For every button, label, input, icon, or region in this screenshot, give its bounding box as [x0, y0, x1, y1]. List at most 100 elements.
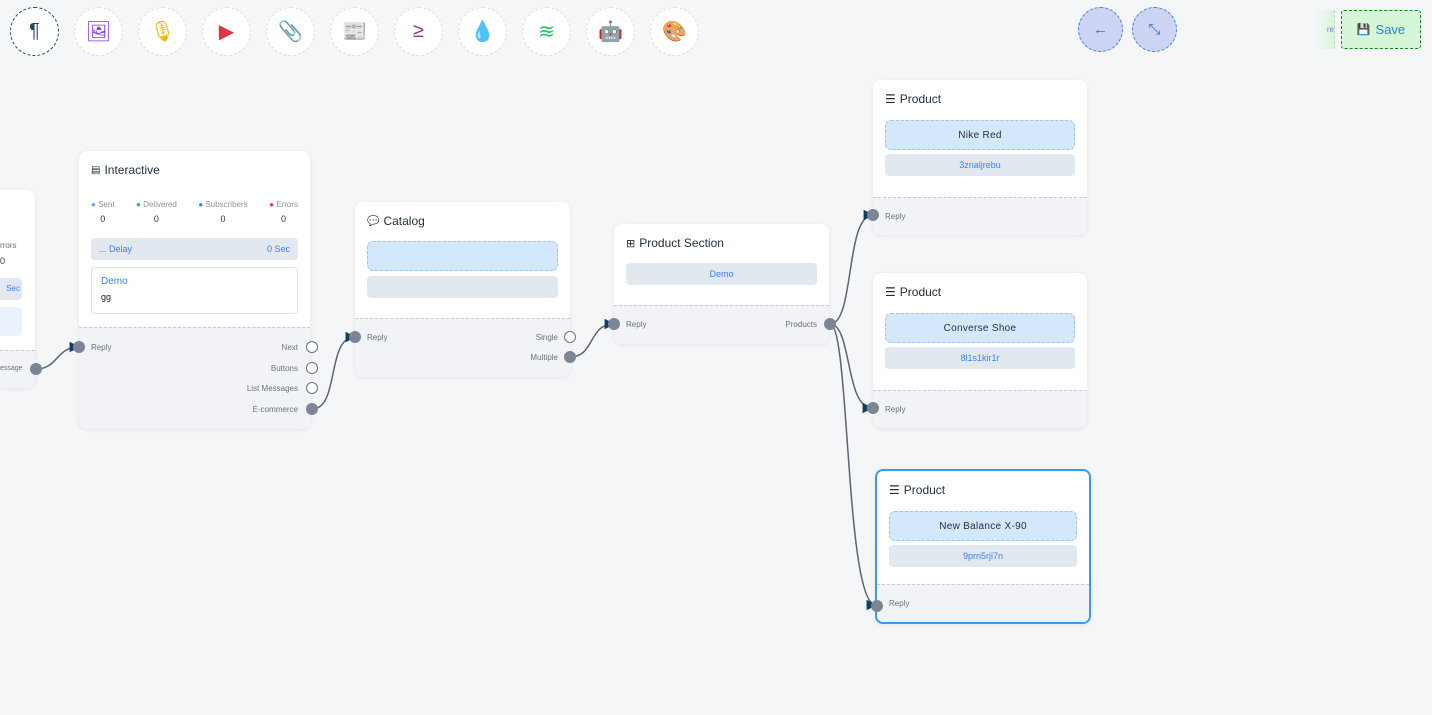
output-label: essage [0, 365, 23, 372]
input-label: Reply [91, 343, 112, 352]
tool-button[interactable]: 📰 [330, 7, 379, 56]
save-label: Save [1375, 22, 1406, 37]
bars-icon: ☰ [885, 92, 896, 106]
input-handle[interactable] [867, 402, 879, 414]
input-handle[interactable] [867, 209, 879, 221]
output-handle-next[interactable] [306, 341, 318, 353]
product-id-box[interactable]: 3znaljrebu [885, 154, 1075, 176]
save-button[interactable]: 💾Save [1341, 10, 1421, 49]
youtube-icon: ▶ [218, 21, 235, 43]
tool-button[interactable]: ≋ [522, 7, 571, 56]
catalog-id-box[interactable] [367, 276, 558, 298]
product-node[interactable]: ☰Product New Balance X-90 9prn5rji7n Rep… [871, 469, 1091, 624]
edge[interactable] [569, 318, 616, 358]
tool-button[interactable]: 📎 [266, 7, 315, 56]
product-id: 9prn5rji7n [962, 551, 1004, 561]
product-id-box[interactable]: 9prn5rji7n [889, 545, 1077, 567]
node-title: ▤Interactive [91, 163, 160, 177]
fit-view-button[interactable]: ⤡ [1132, 7, 1177, 52]
output-label-multiple: Multiple [530, 353, 558, 362]
output-label-e-commerce: E-commerce [252, 405, 298, 414]
edge[interactable] [829, 323, 878, 611]
compress-icon: ⤡ [1148, 21, 1161, 38]
partial-button-label: re [1326, 25, 1334, 34]
output-handle-e-commerce[interactable] [306, 403, 318, 415]
product-name-box[interactable]: New Balance X-90 [889, 511, 1077, 541]
node-footer: Reply [877, 584, 1089, 622]
paragraph-icon: ¶ [29, 20, 40, 42]
edge[interactable] [35, 341, 81, 370]
back-button[interactable]: ← [1078, 7, 1123, 52]
bars-icon: ☰ [889, 483, 900, 497]
greater-equal-icon: ≥ [413, 20, 424, 42]
tool-button[interactable]: 🎨 [650, 7, 699, 56]
input-handle[interactable] [608, 318, 620, 330]
section-name-box[interactable]: Demo [626, 263, 817, 285]
tool-button[interactable]: ▶ [202, 7, 251, 56]
check-circle-icon: ● [136, 200, 141, 209]
output-handle-buttons[interactable] [306, 362, 318, 374]
message-title: Demo [101, 276, 128, 287]
section-name: Demo [709, 269, 734, 279]
image-icon: 🖼 [85, 21, 112, 43]
product-name: Converse Shoe [943, 322, 1017, 334]
stat-label: Sent [98, 200, 115, 209]
input-handle[interactable] [349, 331, 361, 343]
product-section-node[interactable]: ⊞Product Section Demo Reply Products [608, 224, 836, 344]
partial-button[interactable]: re [1315, 10, 1335, 49]
node-title: ⊞Product Section [626, 236, 724, 250]
comment-icon: 💬 [367, 215, 380, 227]
message-body: gg [101, 292, 112, 302]
stat-label: rrors [0, 241, 17, 250]
product-node[interactable]: ☰Product Nike Red 3znaljrebu Reply [867, 80, 1087, 235]
product-id: 8l1s1kir1r [960, 353, 1000, 363]
product-id-box[interactable]: 8l1s1kir1r [885, 347, 1075, 369]
tool-button[interactable]: 🎙 [138, 7, 187, 56]
output-handle-products[interactable] [824, 318, 836, 330]
output-handle[interactable] [30, 363, 42, 375]
stat-value: 0 [281, 214, 287, 224]
product-name-box[interactable]: Nike Red [885, 120, 1075, 150]
product-name-box[interactable]: Converse Shoe [885, 313, 1075, 343]
robot-icon: 🤖 [598, 21, 623, 43]
catalog-item-box[interactable] [367, 241, 558, 271]
product-id: 3znaljrebu [959, 160, 1001, 170]
partial-node[interactable]: rrors 0 Sec essage [0, 190, 42, 388]
output-handle-multiple[interactable] [564, 351, 576, 363]
edge[interactable] [829, 323, 874, 414]
tool-button[interactable]: 💧 [458, 7, 507, 56]
tool-button[interactable]: 🤖 [586, 7, 635, 56]
message-box[interactable]: Demo gg [91, 267, 298, 314]
edge[interactable] [311, 331, 357, 410]
message-box[interactable] [0, 307, 22, 336]
input-handle[interactable] [871, 600, 883, 612]
newspaper-icon: ▤ [91, 164, 101, 176]
output-label-products: Products [785, 320, 817, 329]
tool-button[interactable]: 🖼 [74, 7, 123, 56]
edge[interactable] [829, 209, 875, 325]
newspaper-icon: 📰 [342, 21, 367, 43]
output-label-next: Next [281, 343, 298, 352]
microphone-icon: 🎙 [149, 21, 176, 43]
tool-button[interactable]: ¶ [10, 7, 59, 56]
input-label: Reply [885, 405, 906, 414]
palette-icon: 🎨 [662, 21, 687, 43]
delay-bar[interactable]: Sec [0, 278, 22, 300]
output-label-single: Single [535, 333, 558, 342]
catalog-node[interactable]: 💬Catalog Reply Single Multiple [349, 202, 576, 377]
output-label-buttons: Buttons [270, 364, 298, 373]
product-name: New Balance X-90 [939, 520, 1027, 532]
output-handle-single[interactable] [564, 331, 576, 343]
output-handle-list-messages[interactable] [306, 382, 318, 394]
product-node[interactable]: ☰Product Converse Shoe 8l1s1kir1r Reply [867, 273, 1087, 428]
stat-value: 0 [100, 214, 106, 224]
stat-label: Errors [276, 200, 298, 209]
stat-label: Subscribers [205, 200, 248, 209]
stack-icon: ≋ [538, 21, 555, 43]
tool-button[interactable]: ≥ [394, 7, 443, 56]
input-handle[interactable] [73, 341, 85, 353]
node-title: ☰Product [885, 92, 942, 106]
